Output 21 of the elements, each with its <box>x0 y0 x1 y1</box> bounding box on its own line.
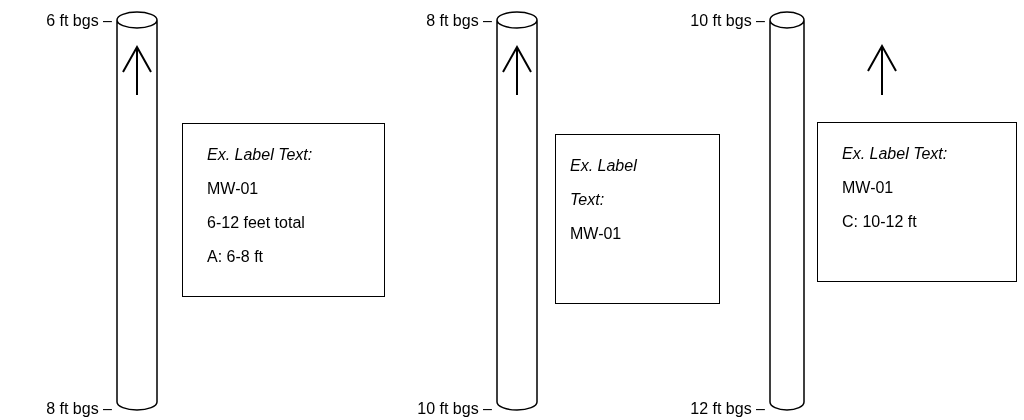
label-heading: Ex. Label Text: <box>207 145 314 165</box>
label-box <box>817 122 1017 282</box>
label-line: A: 6-8 ft <box>207 247 265 267</box>
depth-label: 8 ft bgs – <box>425 12 492 30</box>
depth-label: 12 ft bgs – <box>689 400 765 418</box>
depth-label: 6 ft bgs – <box>45 12 112 30</box>
well-cylinder <box>116 12 158 410</box>
well-cylinder <box>769 12 805 410</box>
label-box <box>555 134 720 304</box>
label-heading: Ex. Label Text: <box>570 156 638 210</box>
label-line: MW-01 <box>570 224 623 244</box>
label-box <box>182 123 385 297</box>
label-line: MW-01 <box>842 178 895 198</box>
label-line: 6-12 feet total <box>207 213 306 233</box>
depth-label: 8 ft bgs – <box>45 400 112 418</box>
label-heading: Ex. Label Text: <box>842 144 949 164</box>
depth-label: 10 ft bgs – <box>689 12 765 30</box>
label-line: C: 10-12 ft <box>842 212 918 232</box>
depth-label: 10 ft bgs – <box>416 400 492 418</box>
well-cylinder <box>496 12 538 410</box>
label-line: MW-01 <box>207 179 260 199</box>
